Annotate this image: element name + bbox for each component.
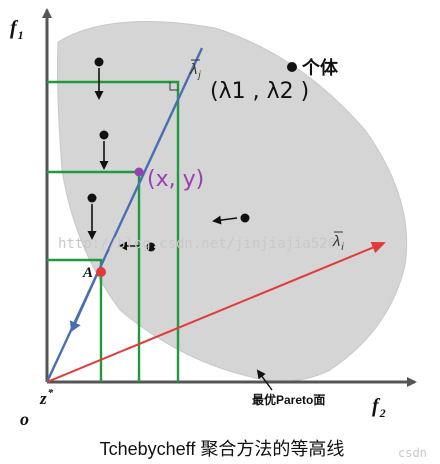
lambda-j-label: λj bbox=[189, 61, 201, 81]
pareto-pointer bbox=[256, 369, 273, 391]
f1-label: f1 bbox=[10, 17, 24, 42]
pareto-front-label: 最优Pareto面 bbox=[252, 392, 325, 407]
legend-individual-dot bbox=[287, 62, 297, 72]
right-angle-mark bbox=[169, 82, 178, 91]
individual-2 bbox=[99, 130, 109, 170]
point-xy-note: (x, y) bbox=[147, 167, 204, 192]
origin-label: o bbox=[20, 409, 29, 429]
f2-label: f2 bbox=[372, 395, 386, 420]
caption: Tchebycheff 聚合方法的等高线 bbox=[100, 439, 345, 459]
lambda-i-label: λi bbox=[332, 233, 344, 253]
individual-5 bbox=[212, 213, 250, 225]
point-a-label: A bbox=[82, 265, 93, 281]
individual-1 bbox=[94, 57, 104, 100]
watermark: http://blog.csdn.net/jinjiajia520 bbox=[58, 236, 336, 252]
point-xy-dot bbox=[134, 167, 144, 177]
contour-inner bbox=[47, 258, 103, 382]
weights-note: (λ1 , λ2 ) bbox=[210, 79, 309, 104]
contour-outer bbox=[47, 80, 180, 382]
individual-label: 个体 bbox=[301, 57, 339, 78]
individuals bbox=[87, 57, 297, 252]
individual-3 bbox=[87, 193, 97, 240]
point-a-dot bbox=[96, 267, 106, 277]
individual-4 bbox=[118, 241, 156, 252]
watermark-corner: csdn bbox=[398, 446, 427, 460]
objective-region bbox=[57, 21, 408, 382]
ideal-point-label: z* bbox=[39, 387, 54, 408]
lambda-j-arrow bbox=[69, 271, 100, 332]
lambda-i-line bbox=[46, 242, 386, 383]
